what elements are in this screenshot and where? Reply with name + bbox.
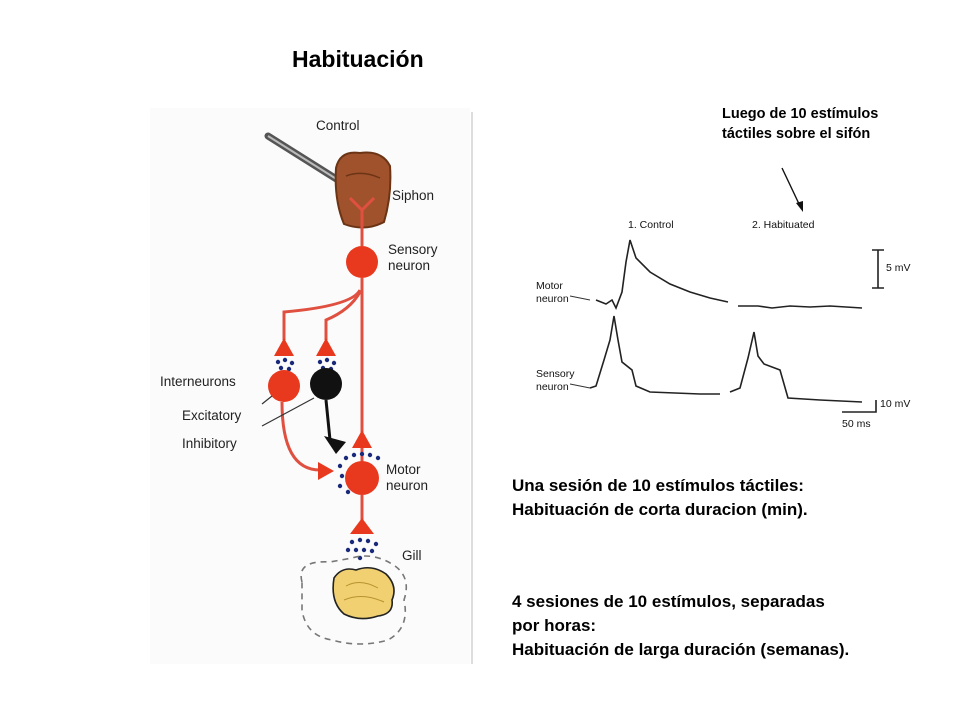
caption2-line-1: 4 sesiones de 10 estímulos, separadas (512, 592, 825, 611)
excitatory-interneuron (268, 370, 300, 402)
note-arrow-line (781, 167, 801, 207)
transmitter-dots-motor (337, 451, 381, 495)
sensory-neuron-label-2: neuron (388, 258, 431, 273)
terminal-inhibitory (316, 338, 336, 356)
slide-title: Habituación (292, 46, 424, 72)
motor-trace-habituated (738, 305, 863, 309)
motor-neuron-soma (345, 461, 379, 495)
scale-5mv-label: 5 mV (886, 262, 911, 274)
motor-neuron-label-2: neuron (386, 478, 429, 493)
motor-neuron-label: Motor neuron (386, 462, 428, 494)
motor-trace-control (595, 239, 729, 310)
motor-trace-label-1: Motor (536, 280, 563, 292)
gill-tissue (332, 566, 395, 620)
note-line-1: Luego de 10 estímulos (722, 106, 879, 122)
habituation-note: Luego de 10 estímulos táctiles sobre el … (722, 104, 878, 144)
gill-outline-dashed (300, 555, 408, 645)
excitatory-label: Excitatory (182, 408, 242, 423)
sensory-trace-habituated (729, 331, 863, 403)
probe-highlight (267, 135, 339, 181)
sensory-neuron-label: Sensory neuron (388, 242, 438, 274)
inhibitory-axon (324, 399, 332, 441)
excitatory-pointer (261, 395, 273, 405)
habituated-trace-title: 2. Habituated (752, 219, 815, 231)
caption2-line-3: Habituación de larga duración (semanas). (512, 640, 850, 659)
caption1-line-1: Una sesión de 10 estímulos táctiles: (512, 476, 804, 495)
excitatory-terminal (318, 462, 334, 480)
interneurons-label: Interneurons (160, 374, 236, 389)
sensory-to-inhibitory-axon (324, 291, 362, 340)
scale-bar-10mv-50ms (842, 400, 877, 413)
sensory-neuron-soma (346, 246, 378, 278)
inhibitory-interneuron (310, 368, 342, 400)
motor-trace-label-2: neuron (536, 293, 569, 305)
control-trace-title: 1. Control (628, 219, 674, 231)
siphon-tissue (334, 151, 392, 229)
inhibitory-terminal (324, 436, 346, 454)
gill-texture (343, 582, 385, 603)
scale-bar-5mv (872, 249, 884, 289)
siphon-fold (345, 172, 381, 179)
short-term-caption: Una sesión de 10 estímulos táctiles: Hab… (512, 474, 808, 522)
inhibitory-pointer (261, 397, 315, 427)
sensory-trace-label-1: Sensory (536, 368, 575, 380)
caption1-line-2: Habituación de corta duracion (min). (512, 500, 808, 519)
terminal-excitatory (274, 338, 294, 356)
motor-trace-label: Motor neuron (536, 280, 569, 306)
note-arrow-head (796, 201, 803, 212)
note-line-2: táctiles sobre el sifón (722, 126, 871, 142)
scale-10mv-label: 10 mV (880, 398, 911, 410)
sensory-trace-control (589, 315, 720, 395)
caption2-line-2: por horas: (512, 616, 597, 635)
circuit-panel (150, 108, 470, 664)
sensory-trace-label-2: neuron (536, 381, 569, 393)
siphon-label: Siphon (392, 188, 435, 203)
motor-terminal (350, 518, 374, 534)
long-term-caption: 4 sesiones de 10 estímulos, separadas po… (512, 590, 849, 662)
inhibitory-label: Inhibitory (182, 436, 237, 451)
sensory-to-excitatory-axon (282, 289, 362, 340)
sensory-neuron-label-1: Sensory (388, 242, 438, 257)
scale-50ms-label: 50 ms (842, 418, 871, 430)
gill-label: Gill (402, 548, 422, 563)
motor-trace-pointer (569, 295, 591, 301)
control-label: Control (316, 118, 360, 133)
sensory-dendrite (348, 196, 376, 246)
sensory-trace-pointer (569, 383, 591, 389)
motor-neuron-label-1: Motor (386, 462, 421, 477)
sensory-trace-label: Sensory neuron (536, 368, 575, 394)
sensory-terminal (352, 430, 372, 448)
